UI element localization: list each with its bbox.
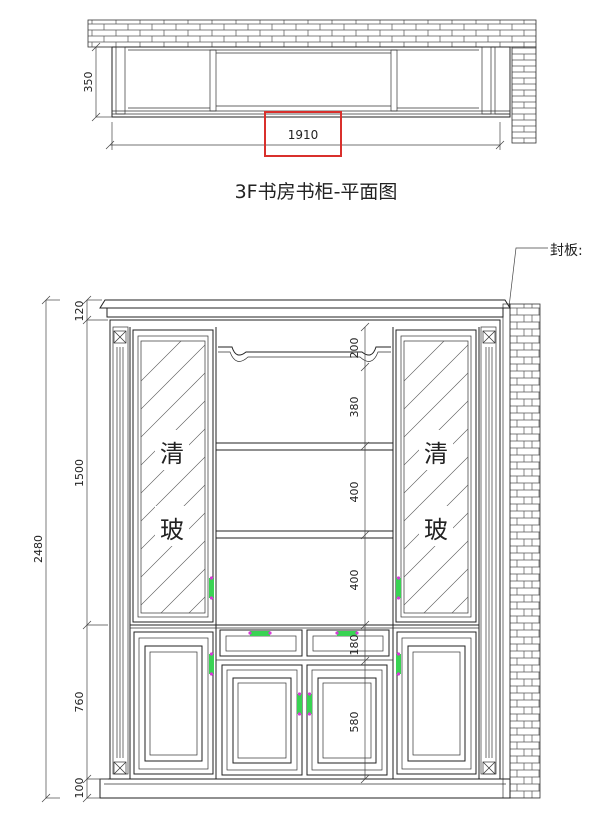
drawer-left-handle: [250, 631, 270, 636]
handle-lower-left: [209, 654, 214, 674]
drawing-title: 3F书房书柜-平面图: [235, 181, 398, 203]
lower-door-center-right: [306, 664, 388, 776]
handle-lower-right: [396, 654, 401, 674]
lower-door-center-left: [221, 664, 303, 776]
glass-label-left-top: 清: [160, 440, 184, 468]
cabinet-body: [109, 319, 501, 780]
center-dim-4: 180: [348, 635, 361, 656]
crown-moulding: [99, 299, 511, 309]
glass-label-right-top: 清: [424, 440, 448, 468]
handle-center-left: [297, 694, 302, 714]
center-dim-1: 380: [348, 397, 361, 418]
handles: [209, 576, 401, 716]
left-dim-3: 100: [73, 778, 86, 799]
lower-door-right: [396, 631, 477, 775]
glass-label-left-bottom: 玻: [160, 516, 184, 544]
right-pilaster: [480, 326, 497, 775]
handle-glass-left: [209, 578, 214, 598]
callout: 封板:: [508, 243, 583, 308]
plan-width-highlight: [264, 111, 342, 157]
plan-cabinet-outline: [111, 46, 511, 118]
center-dim-3: 400: [348, 570, 361, 591]
plan-depth-label: 350: [82, 72, 95, 93]
glass-label-right-bottom: 玻: [424, 516, 448, 544]
cabinet-base: [99, 778, 511, 799]
left-pilaster: [112, 326, 129, 775]
center-dim-0: 200: [348, 338, 361, 359]
drawer-right-handle: [337, 631, 357, 636]
center-dimensions: 200 380 400 400 180 580: [348, 322, 370, 784]
handle-glass-right: [396, 578, 401, 598]
plan-wall-top: [87, 19, 537, 48]
total-height: 2480: [32, 535, 45, 563]
glass-door-right: 清 玻: [395, 329, 477, 623]
left-dimensions: 120 1500 760 100 2480: [32, 295, 108, 803]
callout-label: 封板:: [550, 243, 583, 259]
lower-door-left: [133, 631, 214, 775]
center-dim-5: 580: [348, 712, 361, 733]
left-dim-1: 1500: [73, 459, 86, 487]
plan-view: 350 1910: [82, 19, 537, 157]
elevation-wall-right: [509, 303, 541, 799]
drawer-right: [306, 629, 390, 657]
plan-wall-right: [511, 46, 537, 144]
elevation-view: 清 玻 清 玻: [32, 295, 541, 803]
center-shelves: [215, 346, 394, 539]
left-dim-0: 120: [73, 301, 86, 322]
plan-width-label: 1910: [288, 128, 319, 142]
drawer-left: [219, 629, 303, 657]
center-dim-2: 400: [348, 482, 361, 503]
handle-center-right: [307, 694, 312, 714]
glass-door-left: 清 玻: [132, 329, 214, 623]
left-dim-2: 760: [73, 692, 86, 713]
